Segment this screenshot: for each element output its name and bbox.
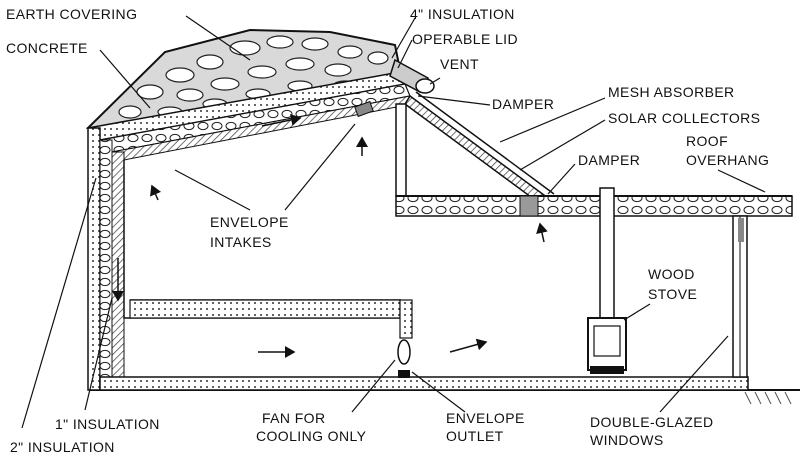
label-stove: STOVE (648, 286, 698, 302)
label-1in-insulation: 1" INSULATION (55, 416, 160, 432)
damper-icon (354, 100, 539, 217)
label-operable-lid: OPERABLE LID (412, 31, 518, 47)
label-envelope: ENVELOPE (210, 214, 289, 230)
label-intakes: INTAKES (210, 234, 272, 250)
label-4in-insulation: 4" INSULATION (410, 6, 515, 22)
label-cooling-only: COOLING ONLY (256, 428, 367, 444)
clerestory-wall (395, 103, 407, 197)
flat-roof (395, 195, 793, 217)
wood-stove (587, 187, 627, 374)
label-double-glazed: DOUBLE-GLAZED (590, 414, 714, 430)
label-earth-covering: EARTH COVERING (6, 6, 138, 22)
fan-icon (397, 339, 411, 378)
label-damper-mid: DAMPER (578, 152, 641, 168)
double-glazed-window (732, 215, 748, 378)
label-solar-collectors: SOLAR COLLECTORS (608, 110, 761, 126)
label-envelope-outlet-top: ENVELOPE (446, 410, 525, 426)
label-concrete: CONCRETE (6, 40, 88, 56)
label-mesh-absorber: MESH ABSORBER (608, 84, 735, 100)
label-roof: ROOF (686, 133, 729, 149)
operable-lid-vent (389, 58, 435, 94)
concrete-shell (86, 71, 749, 391)
label-fan-for: FAN FOR (262, 410, 326, 426)
label-outlet: OUTLET (446, 428, 504, 444)
label-vent: VENT (440, 56, 479, 72)
airflow-arrows (112, 113, 548, 358)
label-windows: WINDOWS (590, 432, 664, 448)
label-wood: WOOD (648, 266, 695, 282)
label-2in-insulation: 2" INSULATION (10, 439, 115, 455)
leader-lines (21, 15, 766, 429)
label-overhang: OVERHANG (686, 152, 770, 168)
label-damper-top: DAMPER (492, 96, 555, 112)
